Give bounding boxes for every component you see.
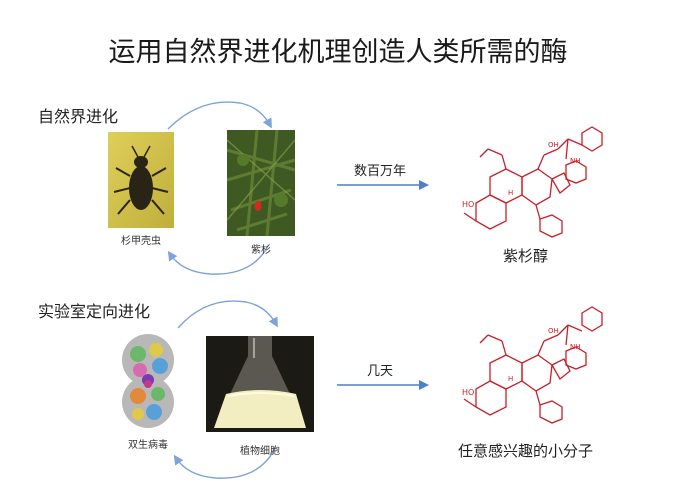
beetle-icon [108, 132, 174, 228]
mol-label-nh: NH [570, 157, 581, 165]
mol2-label-ho: HO [462, 388, 474, 397]
lab-flow-arrow [337, 380, 429, 390]
lab-evolution-label: 实验室定向进化 [38, 302, 151, 321]
natural-time-label: 数百万年 [353, 164, 406, 179]
beetle-photo [108, 132, 174, 228]
mol-label-ho: HO [462, 200, 474, 209]
yew-photo [227, 130, 295, 236]
taxol-molecule: HO NH OH H [462, 126, 603, 238]
natural-product-label: 紫杉醇 [503, 247, 549, 265]
geminivirus-caption: 双生病毒 [128, 440, 168, 451]
mol2-label-h: H [508, 375, 513, 383]
yew-icon [227, 130, 295, 236]
geminivirus-icon [122, 334, 174, 428]
natural-evolution-label: 自然界进化 [38, 107, 119, 126]
beetle-caption: 杉甲壳虫 [121, 236, 161, 247]
mol-label-h: H [508, 189, 513, 197]
natural-cycle-arrow-top [167, 101, 272, 130]
lab-time-label: 几天 [366, 364, 393, 379]
mol2-label-oh: OH [548, 327, 559, 335]
natural-cycle-arrow-bottom [167, 245, 269, 275]
lab-cycle-arrow-top [177, 300, 278, 329]
yew-caption: 紫杉 [251, 245, 271, 256]
flask-icon [206, 336, 314, 432]
mol2-label-nh: NH [570, 343, 581, 351]
flask-caption: 植物细胞 [240, 446, 280, 457]
page-title: 运用自然界进化机理创造人类所需的酶 [108, 37, 568, 68]
lab-product-label: 任意感兴趣的小分子 [458, 442, 594, 460]
lab-cycle-arrow-bottom [173, 449, 275, 479]
mol-label-oh: OH [548, 141, 559, 149]
natural-flow-arrow [337, 180, 429, 190]
flask-photo [206, 336, 314, 432]
small-molecule: HO NH OH H [462, 306, 603, 424]
